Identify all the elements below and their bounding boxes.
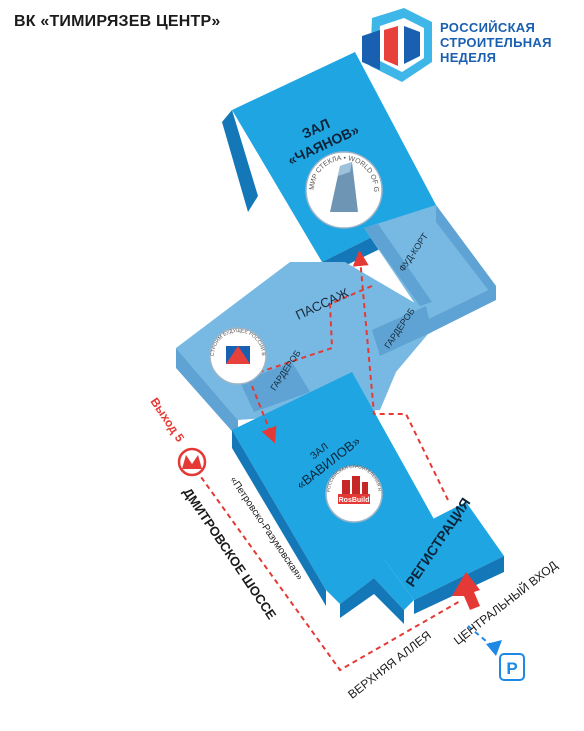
parking-arrow	[467, 625, 502, 656]
upper-alley-label: ВЕРХНЯЯ АЛЛЕЯ	[345, 628, 434, 702]
walking-routes	[195, 250, 463, 672]
rsn-logo-line-3: НЕДЕЛЯ	[440, 50, 497, 65]
dmitrovskoe-label: ДМИТРОВСКОЕ ШОССЕ	[180, 485, 279, 622]
parking-icon[interactable]: P	[499, 653, 525, 681]
svg-text:СТРОИМ БУДУЩЕЕ РОССИИ ВМЕСТЕ: СТРОИМ БУДУЩЕЕ РОССИИ ВМЕСТЕ	[0, 0, 266, 357]
rsn-logo-line-2: СТРОИТЕЛЬНАЯ	[440, 35, 552, 50]
metro-m-icon	[177, 447, 207, 477]
rosbuild-brand: RosBuild	[339, 497, 370, 504]
stroim-budushchee-text: СТРОИМ БУДУЩЕЕ РОССИИ ВМЕСТЕ	[0, 0, 266, 357]
metro-exit-label: Выход 5	[148, 395, 188, 445]
rsn-logo-icon	[362, 8, 432, 82]
rsn-logo-text: РОССИЙСКАЯ СТРОИТЕЛЬНАЯ НЕДЕЛЯ	[440, 20, 552, 65]
rsn-logo-line-1: РОССИЙСКАЯ	[440, 20, 536, 35]
food-court-block	[364, 205, 496, 334]
main-entrance-arrow	[452, 572, 480, 610]
page-title: ВК «ТИМИРЯЗЕВ ЦЕНТР»	[14, 13, 221, 30]
parking-label: P	[506, 659, 517, 678]
